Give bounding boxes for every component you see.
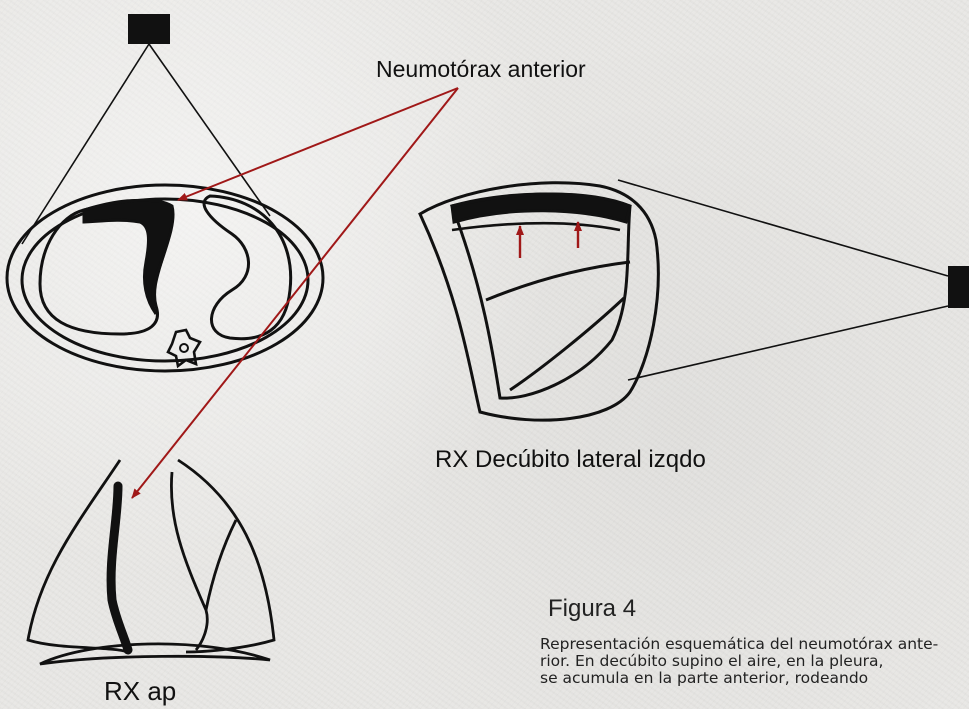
- label-anterior-pneumothorax: Neumotórax anterior: [376, 56, 586, 83]
- label-ap-xray: RX ap: [104, 676, 176, 707]
- pointer-arrows: [132, 88, 458, 498]
- xray-source-right: [618, 180, 969, 380]
- ap-chest-xray: [28, 460, 274, 664]
- air-rise-arrows: [520, 222, 578, 258]
- caption-line: Representación esquemática del neumotóra…: [540, 636, 969, 653]
- lateral-decubitus-xray: [420, 183, 658, 420]
- figure-caption: Representación esquemática del neumotóra…: [540, 636, 969, 687]
- caption-line: rior. En decúbito supino el aire, en la …: [540, 653, 969, 670]
- label-lateral-decubitus: RX Decúbito lateral izqdo: [435, 446, 706, 474]
- figure-title: Figura 4: [548, 595, 636, 623]
- axial-chest-section: [7, 185, 323, 371]
- caption-line: se acumula en la parte anterior, rodeand…: [540, 670, 969, 687]
